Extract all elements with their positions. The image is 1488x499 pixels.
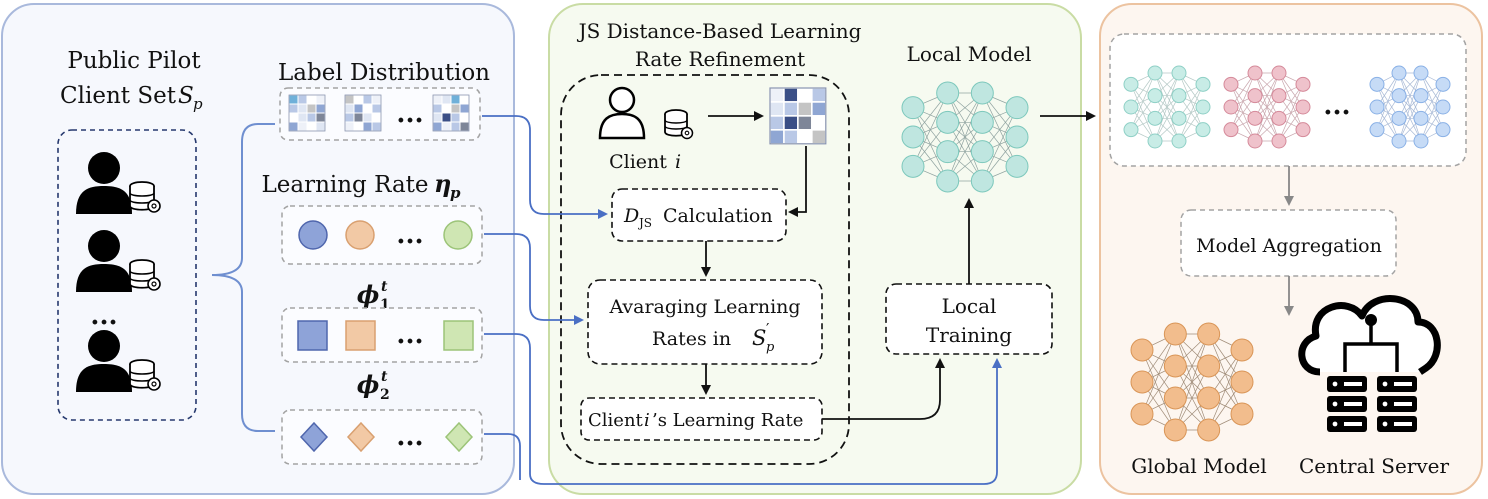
client-models-ellipsis: ... [1323, 91, 1350, 121]
pilot-set-symbol: S [178, 83, 194, 109]
averaging-line2: Rates in [652, 328, 731, 350]
local-model-network-icon [901, 81, 1029, 193]
pilot-clients-box [57, 129, 197, 421]
model-aggregation-label: Model Aggregation [1196, 235, 1382, 257]
averaging-line1: Avaraging Learning [608, 296, 800, 318]
label-matrix-icon [288, 94, 326, 132]
client-label: Client [609, 151, 667, 173]
global-model-network-icon [1130, 322, 1254, 442]
client-user-icon [598, 86, 646, 140]
rate-to-training-arrow [822, 358, 945, 420]
learning-rate-title: Learning Rate [261, 172, 428, 198]
client-label-matrix-icon [769, 87, 827, 145]
local-training-line1: Local [942, 294, 997, 318]
blue-phi2-diamond [299, 421, 329, 453]
central-server-label: Central Server [1299, 454, 1450, 478]
phi2-box [281, 409, 483, 465]
djs-label: Calculation [663, 205, 773, 227]
djs-subscript: JS [637, 216, 652, 230]
orange-phi2-diamond [346, 421, 376, 453]
global-model-label: Global Model [1131, 454, 1266, 478]
averaging-set-sub: p [766, 340, 775, 355]
refinement-title-line2: Rate Refinement [635, 47, 805, 71]
label-distribution-ellipsis: ... [396, 99, 423, 129]
client-database-icon [664, 109, 694, 140]
phi1-subscript: 1 [380, 297, 390, 313]
phi2-connector [484, 433, 521, 480]
blue-rate-circle [298, 220, 328, 250]
pilot-set-subscript: p [193, 95, 203, 113]
pilot-brace [211, 123, 275, 432]
green-rate-circle [443, 220, 473, 250]
label-matrix-icon [432, 94, 470, 132]
local-training-line2: Training [926, 323, 1012, 347]
orange-phi1-square [345, 320, 376, 351]
djs-symbol: D [623, 205, 639, 227]
learning-rate-box [281, 205, 483, 265]
client-var: i [675, 151, 681, 173]
green-phi1-square [443, 320, 474, 351]
averaging-set-prime: ′ [766, 320, 770, 338]
learning-rate-symbol: η [434, 169, 451, 198]
label-distribution-title: Label Distribution [278, 60, 490, 86]
pilot-title-line1: Public Pilot [67, 48, 201, 74]
orange-rate-circle [345, 220, 375, 250]
client-model-network-icon [1123, 65, 1211, 149]
phi2-symbol: ϕ [357, 370, 380, 399]
phi1-to-training-arrow [484, 333, 1002, 485]
rate-suffix: ’s Learning Rate [652, 410, 803, 431]
averaging-box [587, 279, 823, 365]
matrix-to-djs-arrow [788, 146, 807, 217]
rate-to-avg-arrow [484, 233, 584, 325]
phi1-box [281, 307, 483, 363]
phi2-subscript: 2 [380, 387, 390, 403]
local-model-title: Local Model [907, 42, 1032, 66]
phi1-ellipsis: ... [396, 320, 423, 350]
phi1-superscript: t [381, 279, 388, 295]
pilot-title-line2: Client Set [60, 83, 177, 109]
client-model-network-icon [1369, 65, 1451, 149]
learning-rate-ellipsis: ... [396, 220, 423, 250]
label-dist-to-djs-arrow [482, 115, 608, 219]
blue-phi1-square [297, 320, 328, 351]
phi2-superscript: t [381, 369, 388, 385]
rate-prefix: Client [588, 410, 644, 431]
green-phi2-diamond [444, 421, 474, 453]
rate-var: i [644, 410, 650, 431]
averaging-set-symbol: S [752, 326, 766, 350]
client-model-network-icon [1223, 65, 1311, 149]
pilot-clients-ellipsis: ... [90, 301, 117, 331]
refinement-inner-box [560, 74, 850, 465]
phi2-ellipsis: ... [396, 422, 423, 452]
phi1-symbol: ϕ [357, 280, 380, 309]
label-matrix-icon [344, 94, 382, 132]
djs-calculation-box [611, 188, 787, 242]
cloud-server-icon [1298, 295, 1441, 432]
refinement-title-line1: JS Distance-Based Learning [577, 19, 862, 43]
learning-rate-subscript: p [450, 184, 461, 202]
